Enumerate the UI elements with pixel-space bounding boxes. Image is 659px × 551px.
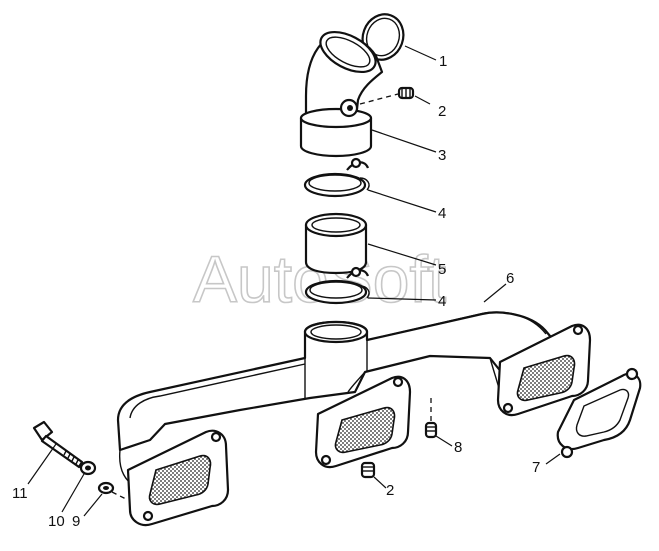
clamp-upper [303, 157, 370, 198]
callouts: 1 2 3 4 5 4 6 7 8 2 11 10 9 [12, 53, 540, 530]
nut [79, 460, 97, 476]
callout-2-top: 2 [438, 103, 446, 120]
leader-lines [27, 45, 561, 517]
callout-9: 9 [72, 513, 80, 530]
callout-3: 3 [438, 147, 446, 164]
washer [97, 481, 115, 495]
callout-1: 1 [439, 53, 447, 70]
stud-8 [424, 421, 438, 439]
callout-10: 10 [48, 513, 65, 530]
callout-6: 6 [506, 270, 514, 287]
sleeve [304, 212, 368, 275]
outlet-elbow [299, 30, 384, 158]
callout-5: 5 [438, 261, 446, 278]
callout-4-upper: 4 [438, 205, 446, 222]
bolt [32, 420, 84, 469]
clamp-lower [304, 266, 370, 305]
callout-8: 8 [454, 439, 462, 456]
callout-4-lower: 4 [438, 293, 446, 310]
plug-bottom [360, 461, 376, 479]
gasket [556, 367, 642, 459]
plug-top [397, 86, 415, 100]
callout-7: 7 [532, 459, 540, 476]
callout-2-bottom: 2 [386, 482, 394, 499]
exhaust-manifold [116, 311, 592, 527]
callout-11: 11 [12, 485, 28, 502]
